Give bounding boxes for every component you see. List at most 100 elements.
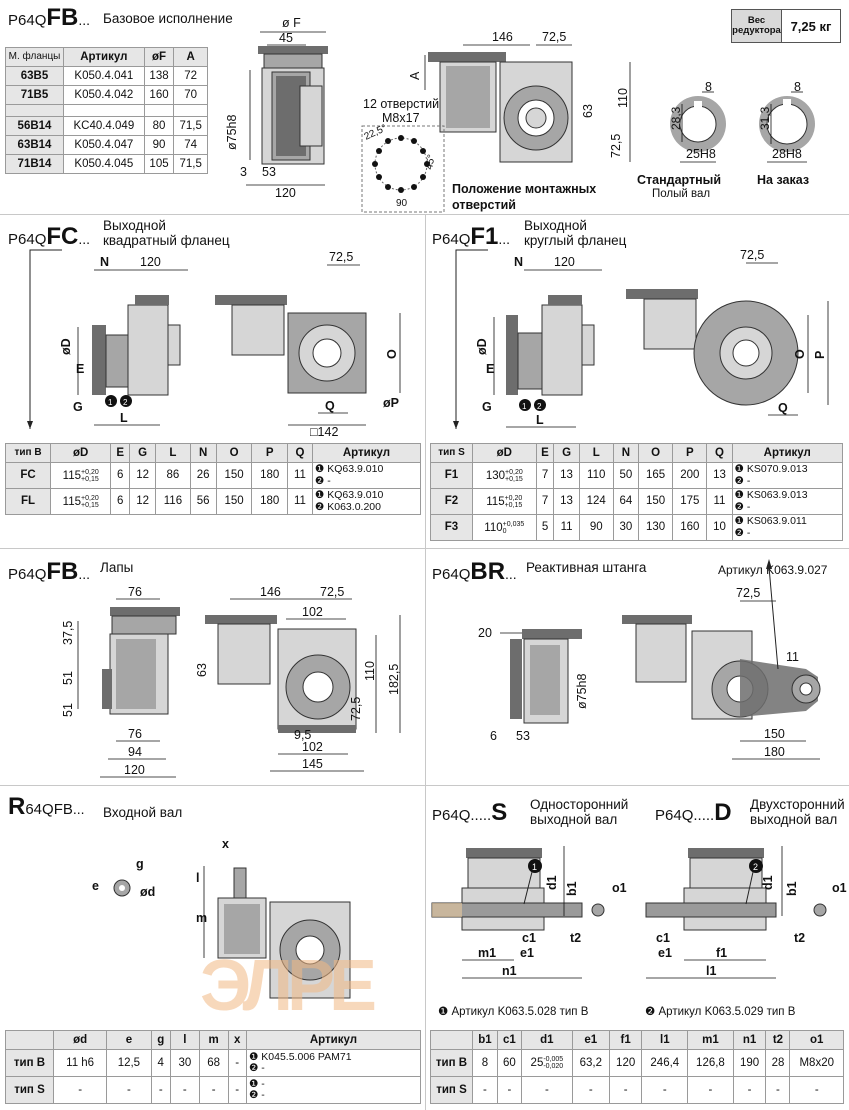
br-title: Реактивная штанга	[526, 560, 647, 575]
f1-dim-O: O	[793, 349, 807, 359]
shaft-order-31-3: 31,3	[758, 106, 772, 130]
input-shaft-end-icon	[113, 879, 131, 897]
shaft-s-header: P64Q.....S	[432, 799, 508, 826]
fb-dim-72-5: 72,5	[542, 30, 566, 44]
br-dim-53: 53	[516, 729, 530, 743]
fc-dim-120: 120	[140, 255, 161, 269]
separator	[0, 548, 849, 549]
f1-dim-120: 120	[554, 255, 575, 269]
separator	[425, 215, 426, 548]
f1-dim-phiD: øD	[475, 338, 489, 355]
br-dim-20: 20	[478, 626, 492, 640]
holes-box	[361, 125, 445, 213]
svg-text:1: 1	[108, 398, 113, 407]
shaft-order-icon	[759, 96, 815, 152]
f1-dim-N: N	[514, 255, 523, 269]
shaft-d-dim-f1: f1	[716, 946, 727, 960]
separator	[425, 549, 426, 785]
shaft-note-2: ❷ Артикул K063.5.029 тип B	[645, 1006, 796, 1018]
fb-dim-3: 3	[240, 165, 247, 179]
shaft-d-header: P64Q.....D	[655, 799, 732, 826]
input-dim-x: x	[222, 837, 229, 851]
br-dim-150: 150	[764, 727, 785, 741]
f1-header: P64QF1...	[432, 223, 511, 250]
shaft-d-dim-o1: o1	[832, 881, 847, 895]
shaft-std-25h8: 25H8	[686, 147, 716, 161]
shaft-s-dim-e1: e1	[520, 946, 534, 960]
fb-dim-146: 146	[492, 30, 513, 44]
shaft-s-dim-t2: t2	[570, 931, 581, 945]
fc-dim-G: G	[73, 400, 83, 414]
input-dim-l: l	[196, 871, 199, 885]
shaft-s-view	[431, 848, 583, 931]
shaft-s-dim-n1: n1	[502, 964, 517, 978]
holes-angle2: 45°	[424, 154, 437, 171]
input-dim-g: g	[136, 857, 144, 871]
input-header: 64QFB R64QFB...	[8, 793, 85, 820]
fc-drawings: 120 N øD E G 1 2 L 72,5 O Q øP □142	[27, 249, 401, 439]
feet-dim-72-5b: 72,5	[349, 697, 363, 721]
feet-dim-9-5: 9,5	[294, 728, 311, 742]
fb-dim-phiF: ø F	[282, 16, 301, 30]
shaft-d-view	[645, 848, 777, 931]
fc-header: P64QFC...	[8, 223, 91, 250]
fb-dim-53: 53	[262, 165, 276, 179]
holes-text1: 12 отверстий	[363, 97, 439, 111]
br-dim-11: 11	[786, 650, 799, 664]
holes-angle1: 22,5°	[363, 123, 389, 143]
shaft-d-dim-l1: l1	[706, 964, 716, 978]
feet-dim-94: 94	[128, 745, 142, 759]
svg-text:2: 2	[537, 402, 542, 411]
f1-dim-E: E	[486, 362, 494, 376]
f1-dim-P: P	[813, 351, 827, 359]
shaft-d-dim-t2: t2	[794, 931, 805, 945]
feet-dim-51a: 51	[61, 671, 75, 685]
fc-dim-N: N	[100, 255, 109, 269]
fb-drawings: ø F 45 ø75h8 3 53 120 146 72,5 A 63 110 …	[225, 16, 815, 213]
f1-front-view	[626, 289, 799, 406]
watermark: ЭЛРЕ	[200, 946, 377, 1026]
fb-dim-120: 120	[275, 186, 296, 200]
br-side-view	[510, 629, 582, 724]
shaft-order-8: 8	[794, 80, 801, 94]
feet-front-view	[205, 615, 357, 733]
fb-header: P64QFB...	[8, 4, 91, 31]
shaft-d-dim-e1: e1	[658, 946, 672, 960]
fb-dim-110: 110	[616, 88, 630, 108]
fb-front-view	[428, 52, 573, 163]
br-dim-180: 180	[764, 745, 785, 759]
shaft-std-icon	[670, 96, 726, 152]
mount-caption: Положение монтажных отверстий	[452, 182, 597, 212]
shaft-s-dim-m1: m1	[478, 946, 496, 960]
shaft-s-dim-o1: o1	[612, 881, 627, 895]
br-front-view	[622, 615, 821, 720]
feet-title: Лапы	[100, 560, 134, 575]
br-dim-6: 6	[490, 729, 497, 743]
fc-dim-142: □142	[310, 425, 338, 439]
feet-side-view	[102, 607, 180, 715]
feet-dim-76: 76	[128, 585, 142, 599]
input-dim-e: e	[92, 879, 99, 893]
shaft-d-dim-c1: c1	[656, 931, 670, 945]
fb-dim-A: A	[408, 71, 422, 80]
input-title: Входной вал	[103, 805, 183, 820]
feet-dim-102b: 102	[302, 740, 323, 754]
f1-drawings: 120 N øD E G 1 2 L 72,5 O P Q	[453, 248, 829, 429]
svg-text:2: 2	[123, 398, 128, 407]
shaft-s-dim-d1: d1	[545, 875, 559, 890]
fc-dim-phiD: øD	[59, 338, 73, 355]
shaft-order-28h8: 28H8	[772, 147, 802, 161]
input-gearbox-view	[217, 867, 351, 999]
feet-dim-145: 145	[302, 757, 323, 771]
shaft-drawings: 1 d1 b1 o1 c1 t2 m1 e1 n1 2 d1 b1 o1 c1 …	[431, 846, 847, 979]
input-dim-phid: ød	[140, 885, 155, 899]
shaft-std-sub: Полый вал	[652, 188, 711, 200]
fc-dim-phiP: øP	[383, 396, 399, 410]
fb-dim-72-5b: 72,5	[609, 134, 623, 158]
